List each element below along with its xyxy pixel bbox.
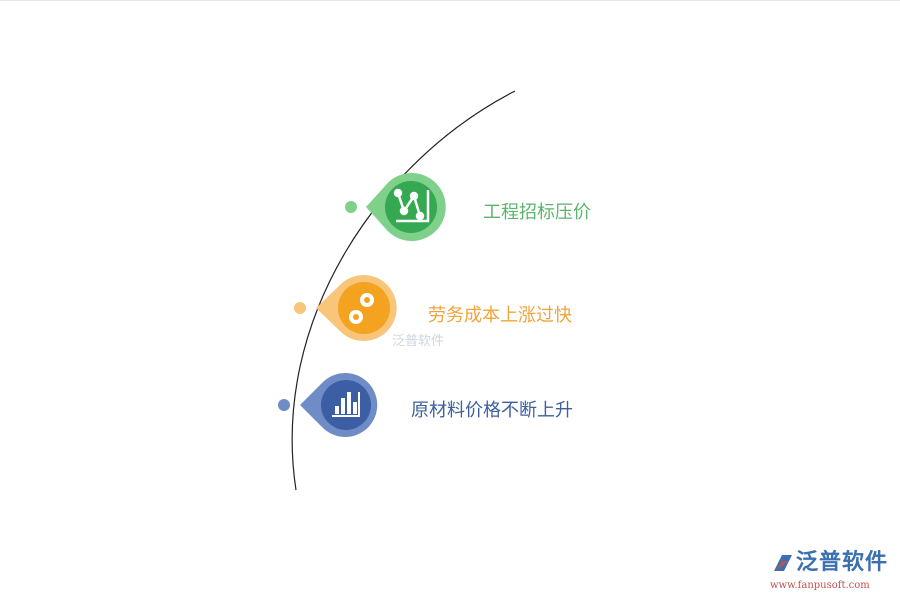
arc-line	[291, 90, 516, 491]
logo-icon	[774, 555, 792, 571]
brand-logo: 泛普软件 www.fanpusoft.com	[770, 550, 895, 596]
marker-3	[278, 372, 378, 437]
item-label-1: 工程招标压价	[483, 202, 591, 223]
marker-3-badge	[321, 380, 371, 430]
logo-url: www.fanpusoft.com	[770, 580, 870, 591]
item-label-2: 劳务成本上涨过快	[428, 305, 572, 326]
marker-2	[294, 275, 397, 341]
marker-2-badge	[338, 282, 390, 334]
timeline-dot-1	[345, 201, 357, 213]
timeline-dot-3	[278, 399, 290, 411]
watermark: 泛普软件	[392, 334, 445, 349]
bar-chart-icon	[332, 392, 360, 417]
gears-icon	[349, 293, 374, 324]
marker-1	[345, 173, 446, 241]
timeline-dot-2	[294, 302, 306, 314]
logo-name: 泛普软件	[796, 550, 889, 575]
top-border	[0, 0, 900, 1]
line-chart-icon	[393, 188, 430, 223]
item-label-3: 原材料价格不断上升	[411, 400, 573, 421]
